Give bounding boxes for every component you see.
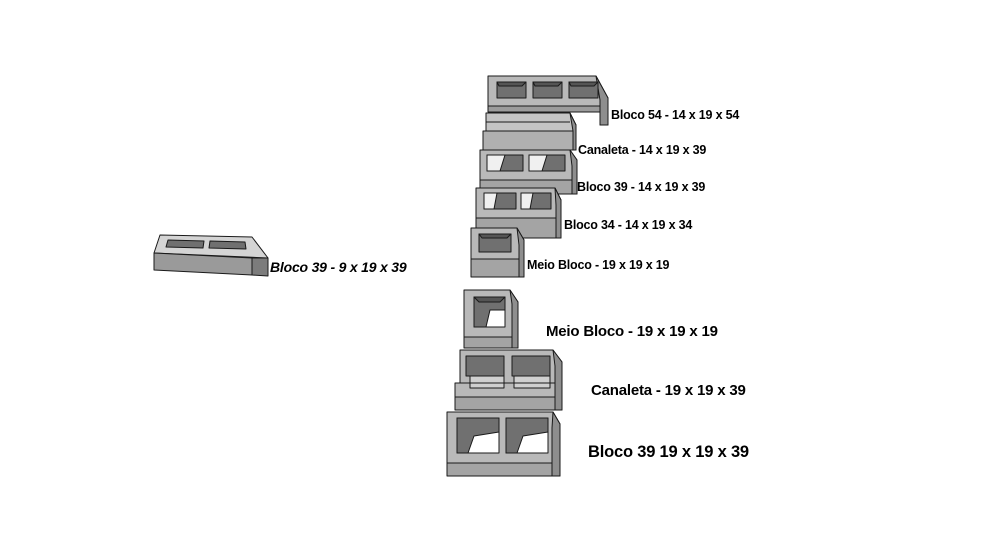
block-bloco-39-14 [479,149,578,195]
block-canaleta-14 [482,112,577,151]
label-bloco-39-9: Bloco 39 - 9 x 19 x 39 [270,259,407,275]
block-bloco-39-9 [153,234,269,277]
label-bloco-34-14: Bloco 34 - 14 x 19 x 34 [564,218,693,232]
label-canaleta-19: Canaleta - 19 x 19 x 39 [591,382,746,399]
block-meio-bloco-large [463,289,519,349]
label-bloco-54-14: Bloco 54 - 14 x 19 x 54 [611,108,740,122]
label-bloco-39-14: Bloco 39 - 14 x 19 x 39 [577,180,706,194]
label-meio-bloco-small: Meio Bloco - 19 x 19 x 19 [527,258,670,272]
label-meio-bloco-large: Meio Bloco - 19 x 19 x 19 [546,323,718,340]
block-meio-bloco-small [470,227,525,278]
block-canaleta-19 [454,349,563,411]
label-bloco-39-19: Bloco 39 19 x 19 x 39 [588,443,749,461]
block-bloco-54-14 [487,75,609,126]
block-bloco-39-19 [446,411,561,477]
label-canaleta-14: Canaleta - 14 x 19 x 39 [578,143,707,157]
